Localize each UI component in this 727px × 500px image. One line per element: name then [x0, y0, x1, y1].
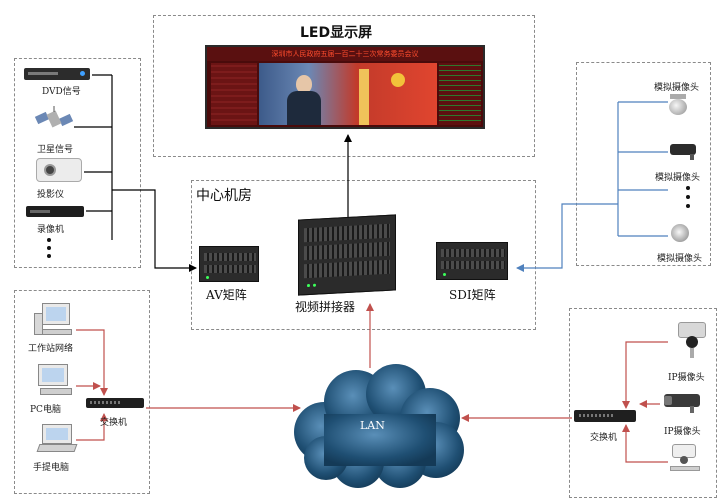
analog-cameras-group-box	[576, 62, 711, 266]
emblem-icon	[391, 73, 405, 87]
projector-icon	[36, 158, 82, 182]
analog-camera-label-1: 模拟摄像头	[654, 83, 700, 93]
ip-camera-label-2: IP摄像头	[664, 427, 701, 437]
av-matrix-device	[199, 246, 259, 282]
broadcast-video-frame	[259, 63, 437, 125]
speaker-figure	[287, 75, 321, 125]
ip-cameras-group-box	[569, 308, 717, 498]
switch-device-right	[574, 410, 636, 422]
sdi-matrix-label: SDI矩阵	[449, 288, 496, 302]
workstation-label: 工作站网络	[28, 344, 74, 354]
workstation-icon	[34, 303, 74, 337]
more-sources-dots	[47, 238, 51, 258]
ip-camera-icon-2	[664, 392, 706, 414]
analog-camera-label-3: 模拟摄像头	[657, 254, 703, 264]
workstations-group-box	[14, 290, 150, 494]
switch-label-left: 交换机	[100, 418, 128, 428]
ip-camera-label-1: IP摄像头	[668, 373, 705, 383]
video-splicer-label: 视频拼接器	[295, 300, 356, 314]
laptop-icon	[36, 424, 78, 454]
lan-cloud-icon	[288, 358, 470, 488]
switch-label-right: 交换机	[590, 433, 618, 443]
dome-camera-icon	[668, 94, 688, 116]
center-room-title: 中心机房	[196, 188, 252, 204]
av-matrix-label: AV矩阵	[206, 288, 247, 302]
video-splicer-device	[298, 214, 396, 296]
sdi-matrix-device	[436, 242, 508, 280]
pc-label: PC电脑	[30, 405, 61, 415]
center-room-box	[191, 180, 536, 330]
ip-camera-icon-1	[674, 322, 710, 358]
lan-label: LAN	[360, 419, 385, 432]
ip-camera-icon-3	[668, 444, 702, 472]
dvd-player-icon	[24, 68, 90, 80]
video-recorder-label: 录像机	[37, 225, 65, 235]
laptop-label: 手提电脑	[33, 463, 70, 473]
bullet-camera-icon	[670, 142, 700, 160]
dome-camera-icon-2	[670, 224, 690, 246]
led-title: LED显示屏	[300, 25, 373, 41]
led-right-panel	[439, 63, 481, 125]
pc-icon	[38, 364, 74, 398]
video-recorder-icon	[26, 206, 84, 217]
column-decoration	[359, 69, 369, 125]
dvd-signal-label: DVD信号	[42, 87, 81, 97]
projector-label: 投影仪	[37, 190, 65, 200]
more-cameras-dots	[686, 186, 690, 208]
led-display-screen: 深圳市人民政府五届一百二十三次常务委员会议	[205, 45, 485, 129]
analog-camera-label-2: 模拟摄像头	[655, 173, 701, 183]
led-marquee-text: 深圳市人民政府五届一百二十三次常务委员会议	[207, 47, 483, 61]
sources-group-box	[14, 58, 141, 268]
led-group-box	[153, 15, 535, 157]
satellite-icon	[34, 100, 74, 138]
satellite-signal-label: 卫星信号	[37, 145, 74, 155]
led-left-panel	[211, 63, 257, 125]
switch-device-left	[86, 398, 144, 408]
